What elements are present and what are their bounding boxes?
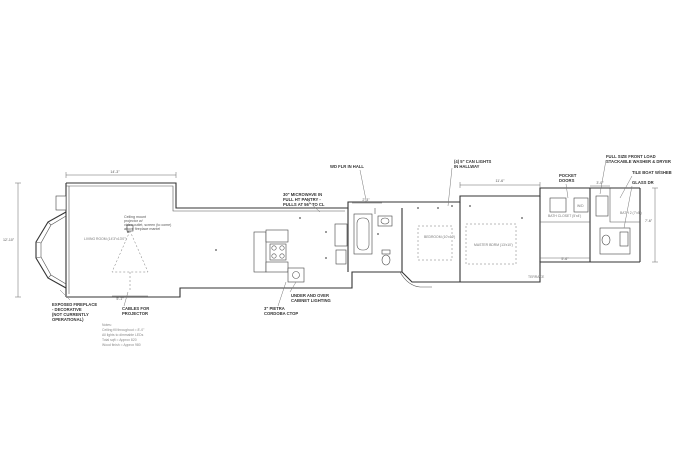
room-label-closet: W/D [577, 204, 584, 208]
bathtub [353, 213, 373, 255]
notes-block: Notes: Ceiling fill throughout = 8'-0" A… [102, 323, 145, 347]
svg-text:PROJECTOR: PROJECTOR [122, 311, 148, 316]
room-label-bedroom2: MASTER BDRM (13'x10') [474, 243, 513, 247]
annotation-countertop: 3" PIETRA CORDOBA CTOP [264, 306, 298, 316]
svg-text:- DECORATIVE: - DECORATIVE [52, 307, 82, 312]
stove [269, 243, 287, 261]
svg-text:(4) 5" CAN LIGHTS: (4) 5" CAN LIGHTS [454, 159, 492, 164]
annotation-can-lights: (4) 5" CAN LIGHTS IN HALLWAY [454, 159, 492, 169]
svg-text:projector w/: projector w/ [124, 219, 143, 223]
bed-outline-2 [465, 223, 517, 265]
kitchen-counter [265, 229, 289, 243]
room-label-bath2: BATH 2 (7'x5') [620, 211, 642, 215]
svg-text:DOORS: DOORS [559, 178, 575, 183]
svg-text:UNDER AND OVER: UNDER AND OVER [291, 293, 329, 298]
bay-window [35, 211, 67, 289]
svg-text:CORDOBA CTOP: CORDOBA CTOP [264, 311, 298, 316]
room-label-bath1: BATH CLOSET (5'x4') [548, 214, 581, 218]
svg-text:Wood finish = Approx 980: Wood finish = Approx 980 [102, 343, 141, 347]
svg-text:above fireplace mantel: above fireplace mantel [124, 227, 160, 231]
svg-text:CABINET LIGHTING: CABINET LIGHTING [291, 298, 331, 303]
kitchen-sink [287, 267, 305, 283]
room-label-living: LIVING ROOM (14'3"x13'0") [84, 237, 127, 241]
svg-text:Notes:: Notes: [102, 323, 112, 327]
annotation-pocket-doors: POCKET DOORS [559, 173, 577, 183]
annotation-cabinet-lighting: UNDER AND OVER CABINET LIGHTING [291, 293, 331, 303]
svg-text:IN HALLWAY: IN HALLWAY [454, 164, 480, 169]
toilet [381, 249, 391, 266]
svg-text:FULL HT PANTRY -: FULL HT PANTRY - [283, 197, 321, 202]
svg-text:3" PIETRA: 3" PIETRA [264, 306, 285, 311]
annotation-glass: GLASS DR [632, 180, 654, 185]
svg-text:STACKABLE WASHER & DRYER: STACKABLE WASHER & DRYER [606, 159, 671, 164]
svg-text:video outlet, screen (to come): video outlet, screen (to come) [124, 223, 171, 227]
svg-text:Ceiling fill throughout = 8'-0: Ceiling fill throughout = 8'-0" [102, 328, 145, 332]
svg-text:EXPOSED FIREPLACE: EXPOSED FIREPLACE [52, 302, 97, 307]
bed-outline-1 [417, 225, 453, 261]
svg-text:Ceiling mount: Ceiling mount [124, 215, 146, 219]
dim-lower-hall: 5'-6" [561, 257, 569, 261]
svg-text:All lights to dimmable LEDs: All lights to dimmable LEDs [102, 333, 144, 337]
dim-bath-width: 2'-3" [362, 198, 370, 202]
kitchen-counter-low [265, 261, 289, 273]
dim-overall-height: 12'-10" [3, 238, 15, 242]
closet-fixture [549, 197, 567, 213]
pantry [334, 223, 348, 247]
annotation-wd-hall: WD FLR IN HALL [330, 164, 364, 169]
bath-sink [377, 215, 393, 227]
dim-living-width: 14'-3" [110, 170, 120, 174]
svg-text:CABLES FOR: CABLES FOR [122, 306, 149, 311]
projector-cone [111, 224, 149, 290]
annotation-washer-dryer: FULL SIZE FRONT LOAD STACKABLE WASHER & … [606, 154, 671, 164]
svg-text:30" MICROWAVE IN: 30" MICROWAVE IN [283, 192, 322, 197]
leader-lines [59, 159, 633, 307]
window-left [55, 195, 67, 211]
dim-hall-length: 11'-6" [496, 179, 506, 183]
wd-fixture [573, 197, 589, 213]
annotation-fireplace: EXPOSED FIREPLACE - DECORATIVE (NOT CURR… [52, 302, 97, 322]
dim-bath2-depth: 7'-6" [645, 219, 653, 223]
annotation-terrace: TERRACE [528, 275, 545, 279]
dim-projector-offset: 5'-1" [116, 297, 124, 301]
svg-text:PULLS AT 56" TO CL: PULLS AT 56" TO CL [283, 202, 325, 207]
svg-text:FULL SIZE FRONT LOAD: FULL SIZE FRONT LOAD [606, 154, 656, 159]
room-label-bedroom1: BEDROOM (10'x10') [424, 235, 455, 239]
refrigerator [335, 249, 347, 265]
laundry-stack [595, 195, 609, 217]
svg-text:Total sqft = Approx 820: Total sqft = Approx 820 [102, 338, 137, 342]
bath2-fixtures [599, 227, 631, 255]
svg-text:OPERATIONAL): OPERATIONAL) [52, 317, 84, 322]
dim-laundry-width: 3'-0" [596, 181, 604, 185]
interior-walls [253, 188, 640, 282]
annotation-tile: TILE BOAT W/SHEB [632, 170, 672, 175]
annotation-microwave: 30" MICROWAVE IN FULL HT PANTRY - PULLS … [283, 192, 325, 207]
svg-text:POCKET: POCKET [559, 173, 577, 178]
dimension-lines [15, 172, 658, 298]
ceiling-lights [127, 201, 523, 259]
svg-text:(NOT CURRENTLY: (NOT CURRENTLY [52, 312, 89, 317]
annotation-projector: Ceiling mount projector w/ video outlet,… [124, 215, 171, 231]
annotation-cables: CABLES FOR PROJECTOR [122, 306, 149, 316]
